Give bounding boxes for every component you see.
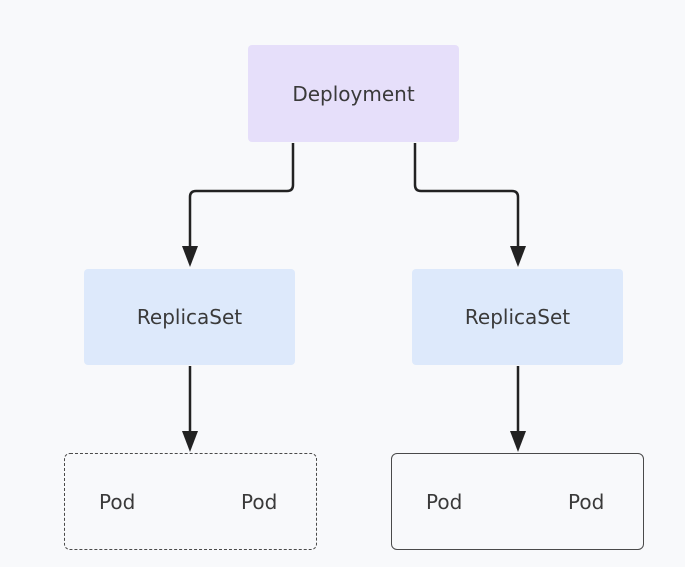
pod-label: Pod — [99, 490, 136, 514]
pod-label: Pod — [426, 490, 463, 514]
pod-group-left[interactable]: Pod Pod — [64, 453, 317, 550]
edge-deployment-to-replicaset-right — [413, 143, 520, 258]
deployment-label: Deployment — [292, 81, 415, 106]
replicaset-right-label: ReplicaSet — [464, 305, 571, 329]
replicaset-left-node[interactable]: ReplicaSet — [84, 269, 295, 365]
deployment-node[interactable]: Deployment — [248, 45, 459, 142]
arrowhead-replicaset-right — [510, 246, 526, 267]
arrowhead-pods-left — [182, 431, 198, 452]
arrowhead-pods-right — [510, 431, 526, 452]
edge-deployment-to-replicaset-left — [188, 143, 295, 258]
pod-label: Pod — [568, 490, 605, 514]
pod-label: Pod — [241, 490, 278, 514]
replicaset-left-label: ReplicaSet — [136, 305, 243, 329]
pod-group-right[interactable]: Pod Pod — [391, 453, 644, 550]
arrowhead-replicaset-left — [182, 246, 198, 267]
replicaset-right-node[interactable]: ReplicaSet — [412, 269, 623, 365]
